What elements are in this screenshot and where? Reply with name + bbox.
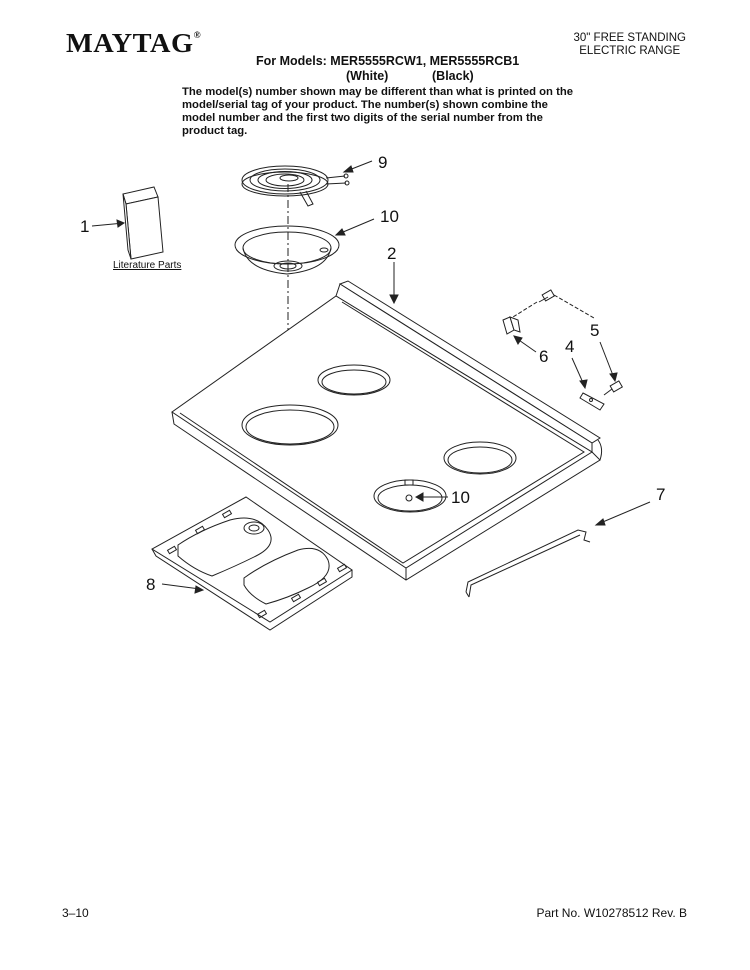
hidden-line-upper [553, 294, 595, 319]
color-white: (White) [346, 69, 389, 83]
callout-1: 1 [80, 217, 89, 236]
hinge-clip [502, 316, 521, 335]
arrow-8 [194, 585, 205, 594]
callout-5: 5 [590, 321, 599, 340]
hidden-line-clip [512, 301, 538, 318]
page-number: 3–10 [62, 906, 89, 920]
product-type-line1: 30" FREE STANDING [573, 32, 686, 44]
model-colors: (White) (Black) [346, 69, 474, 83]
bracket-clip [579, 392, 605, 411]
arrow-2 [389, 294, 399, 305]
models-title: For Models: MER5555RCW1, MER5555RCB1 [256, 54, 520, 68]
callout-10a: 10 [380, 207, 399, 226]
support-rod [465, 529, 591, 598]
screw-upper [538, 289, 556, 303]
callout-8: 8 [146, 575, 155, 594]
arrow-10b [414, 492, 424, 502]
cooktop [171, 280, 603, 581]
leader-7 [597, 501, 651, 525]
arrow-6 [513, 335, 523, 345]
callout-9: 9 [378, 153, 387, 172]
callout-7: 7 [656, 485, 665, 504]
burner-box-panel [151, 496, 353, 631]
leader-8 [161, 583, 201, 590]
arrow-9 [342, 165, 354, 173]
color-black: (Black) [432, 69, 474, 83]
maytag-logo: MAYTAG® [66, 28, 202, 58]
surface-element [241, 165, 350, 207]
literature-booklet [122, 186, 164, 260]
arrow-7 [594, 518, 606, 526]
arrow-4 [579, 379, 588, 390]
product-type: 30" FREE STANDING ELECTRIC RANGE [573, 32, 686, 58]
drip-bowl [234, 225, 340, 275]
model-notice: The model(s) number shown may be differe… [182, 86, 574, 137]
screw-lower [603, 380, 624, 396]
arrow-5 [609, 372, 618, 383]
callout-4: 4 [565, 337, 574, 356]
leader-5 [599, 341, 615, 379]
arrow-1 [116, 219, 126, 228]
callout-2: 2 [387, 244, 396, 263]
product-type-line2: ELECTRIC RANGE [579, 45, 681, 57]
part-number: Part No. W10278512 Rev. B [536, 906, 687, 920]
arrow-10a [334, 228, 346, 236]
callout-10b: 10 [451, 488, 470, 507]
literature-parts-label: Literature Parts [113, 260, 181, 271]
callout-6: 6 [539, 347, 548, 366]
